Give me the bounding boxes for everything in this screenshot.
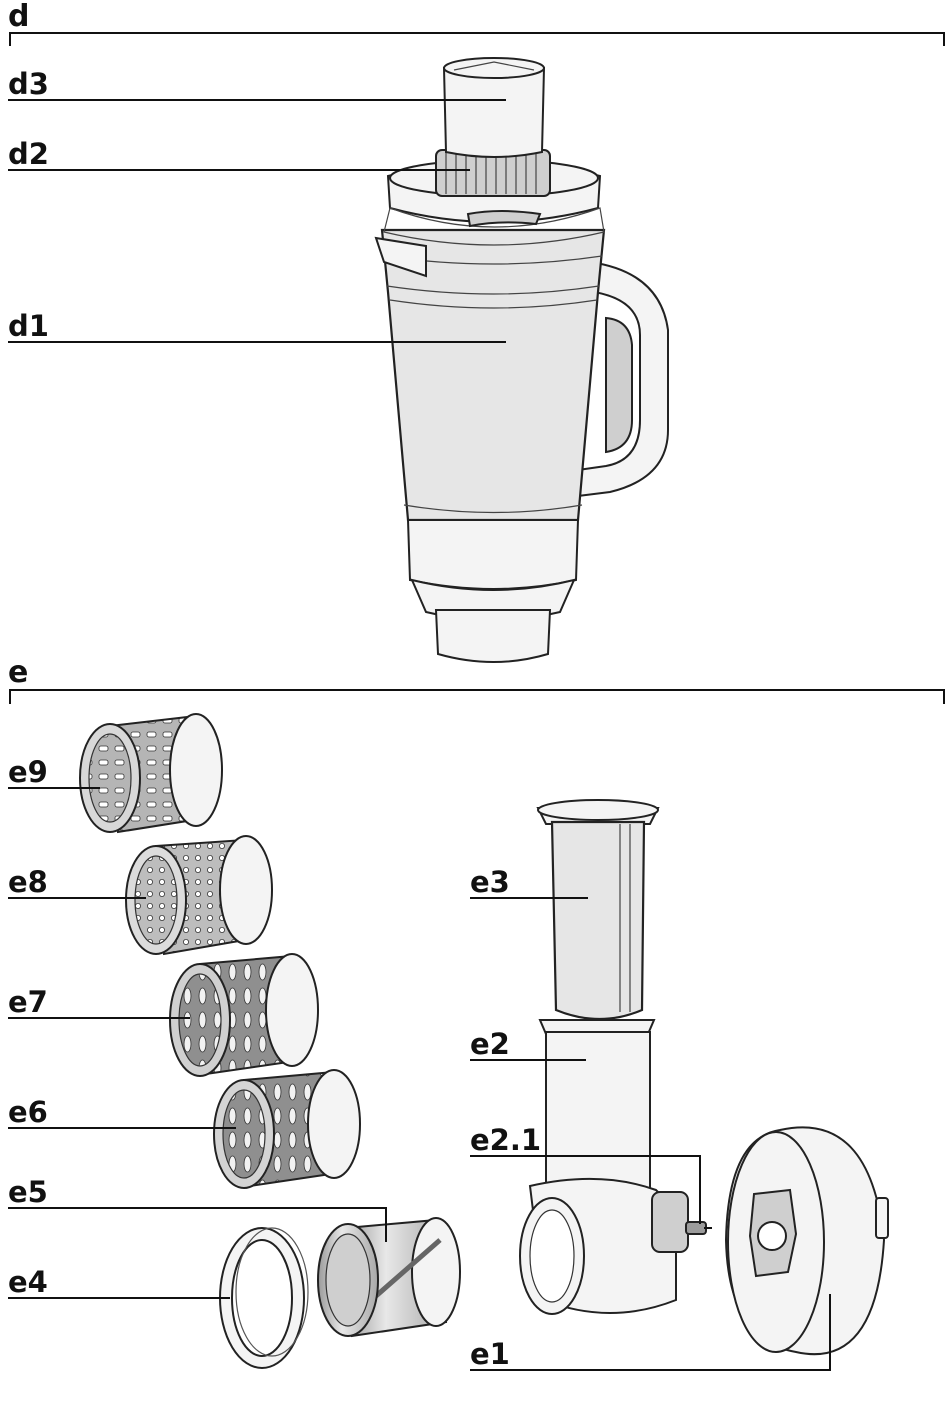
- pusher-e3: [538, 800, 658, 1019]
- label-e8: e8: [8, 865, 48, 899]
- drum-e8: [126, 836, 272, 954]
- label-e4: e4: [8, 1265, 48, 1299]
- housing-e2: [520, 1020, 712, 1314]
- label-e2: e2: [470, 1027, 510, 1061]
- label-d2: d2: [8, 137, 49, 171]
- label-e3: e3: [470, 865, 510, 899]
- label-e1: e1: [470, 1337, 510, 1371]
- section-d-bracket: [10, 33, 944, 46]
- section-e: e: [8, 655, 944, 1371]
- cover-e1: [726, 1127, 888, 1354]
- jar-body: [382, 230, 604, 520]
- label-e2-1: e2.1: [470, 1123, 541, 1157]
- label-d1: d1: [8, 309, 49, 343]
- label-e6: e6: [8, 1095, 48, 1129]
- label-e5: e5: [8, 1175, 48, 1209]
- section-e-title: e: [8, 655, 28, 690]
- jar-base-collar: [408, 520, 578, 589]
- section-d: d: [8, 0, 944, 662]
- label-e9: e9: [8, 755, 48, 789]
- jar-coupling: [436, 610, 550, 662]
- ring-e4: [220, 1228, 308, 1368]
- label-e7: e7: [8, 985, 48, 1019]
- measuring-cap-d3: [444, 68, 544, 157]
- drum-e9: [80, 714, 222, 832]
- section-d-title: d: [8, 0, 29, 34]
- label-d3: d3: [8, 67, 49, 101]
- drum-e7: [170, 954, 318, 1076]
- section-e-bracket: [10, 690, 944, 704]
- drum-e5: [318, 1218, 460, 1336]
- jar-handle-grip: [606, 318, 632, 452]
- blender-jar-illustration: [376, 58, 668, 662]
